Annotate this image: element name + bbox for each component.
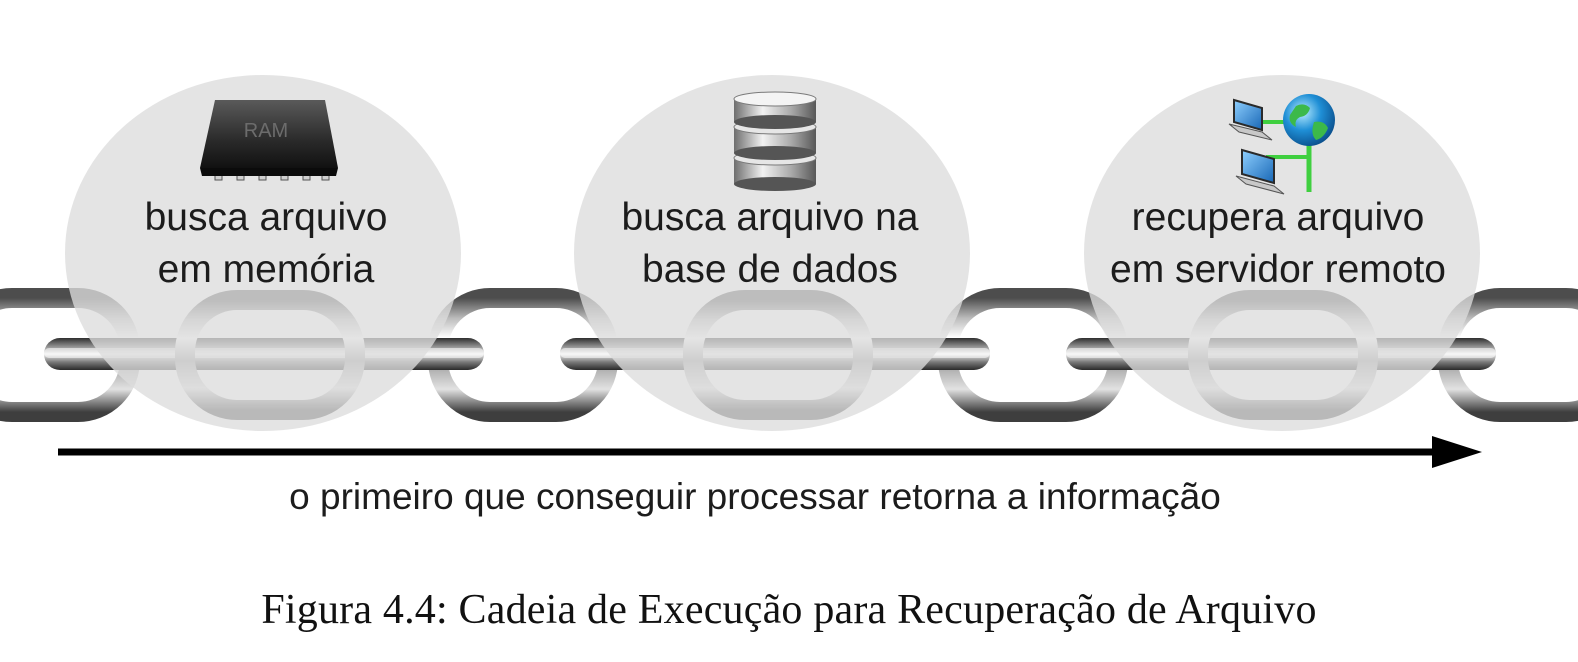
figure-caption: Figura 4.4: Cadeia de Execução para Recu… bbox=[261, 587, 1317, 633]
network-globe-icon bbox=[1228, 94, 1335, 195]
ram-chip-icon: RAM bbox=[200, 100, 338, 181]
laptop-icon bbox=[1228, 98, 1273, 141]
direction-arrow bbox=[58, 436, 1482, 468]
database-icon bbox=[733, 91, 817, 191]
step-1-line-1: busca arquivo bbox=[145, 196, 388, 239]
arrow-label: o primeiro que conseguir processar retor… bbox=[289, 476, 1221, 517]
execution-chain-diagram: RAM busca arquivo em memória busca arqui… bbox=[0, 75, 1578, 517]
step-2-line-2: base de dados bbox=[642, 248, 898, 291]
step-circle bbox=[1084, 75, 1480, 431]
step-3-line-1: recupera arquivo bbox=[1132, 196, 1425, 239]
step-3-line-2: em servidor remoto bbox=[1110, 248, 1446, 291]
step-1-line-2: em memória bbox=[158, 248, 375, 291]
step-circle bbox=[574, 75, 970, 431]
laptop-icon bbox=[1235, 148, 1285, 195]
step-circle bbox=[65, 75, 461, 431]
step-2-line-1: busca arquivo na bbox=[621, 196, 918, 239]
ram-chip-label: RAM bbox=[244, 120, 288, 142]
